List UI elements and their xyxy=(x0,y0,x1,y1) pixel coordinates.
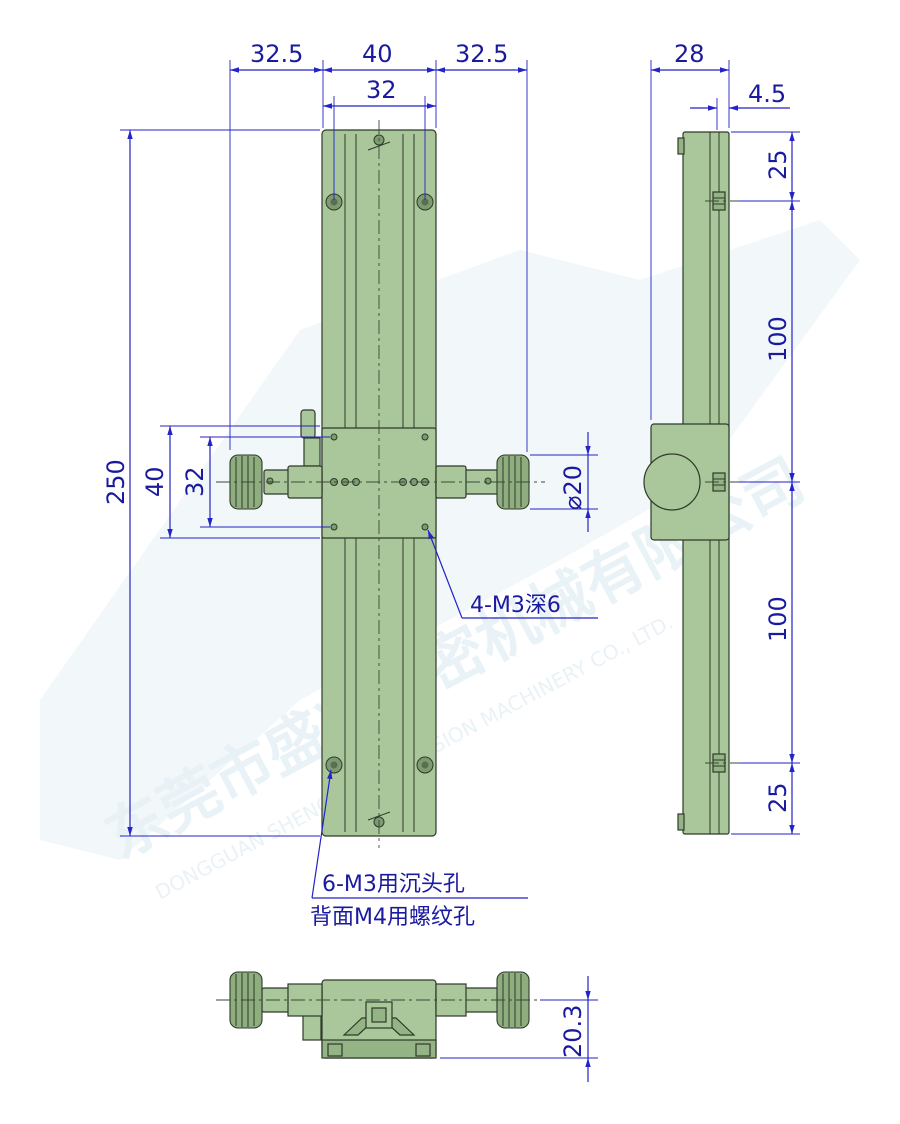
base-countersunk-hole xyxy=(325,756,343,774)
callout-base-holes-1: 6-M3用沉头孔 xyxy=(322,872,465,897)
end-view xyxy=(216,971,545,1059)
dim-length: 250 xyxy=(102,459,130,505)
dim-carriage-40: 40 xyxy=(141,466,169,497)
side-knob xyxy=(643,453,701,511)
dim-side-offset: 4.5 xyxy=(748,80,786,108)
watermark: 东莞市盛兴精密机械有限公司 DONGGUAN SHENGXING PRECISI… xyxy=(40,220,860,904)
dim-carriage-32: 32 xyxy=(181,466,209,497)
lock-lever xyxy=(300,409,316,439)
side-view xyxy=(643,131,760,835)
watermark-logo-shape xyxy=(40,220,860,860)
dim-top-left: 32.5 xyxy=(250,40,303,68)
base-countersunk-hole xyxy=(416,756,434,774)
front-view-dimensions: 32.5 40 32.5 32 250 40 32 ⌀20 4-M3深6 6 xyxy=(102,40,598,930)
callout-base-holes-2: 背面M4用螺纹孔 xyxy=(310,905,475,930)
dim-side-width: 28 xyxy=(674,40,705,68)
dim-side-seg2: 100 xyxy=(764,316,792,362)
dim-top-mid: 40 xyxy=(362,40,393,68)
dim-side-seg4: 25 xyxy=(764,782,792,813)
base-countersunk-hole xyxy=(416,193,434,211)
dim-end-height: 20.3 xyxy=(559,1005,587,1058)
dim-top-right: 32.5 xyxy=(455,40,508,68)
side-view-dimensions: 28 4.5 25 100 100 25 xyxy=(650,40,800,835)
dim-inner: 32 xyxy=(366,76,397,104)
end-view-dimensions: 20.3 xyxy=(440,976,598,1082)
dim-side-seg1: 25 xyxy=(764,149,792,180)
dim-side-seg3: 100 xyxy=(764,596,792,642)
dim-knob-diameter: ⌀20 xyxy=(559,465,587,510)
callout-carriage-holes: 4-M3深6 xyxy=(470,593,561,618)
front-view xyxy=(216,120,545,848)
